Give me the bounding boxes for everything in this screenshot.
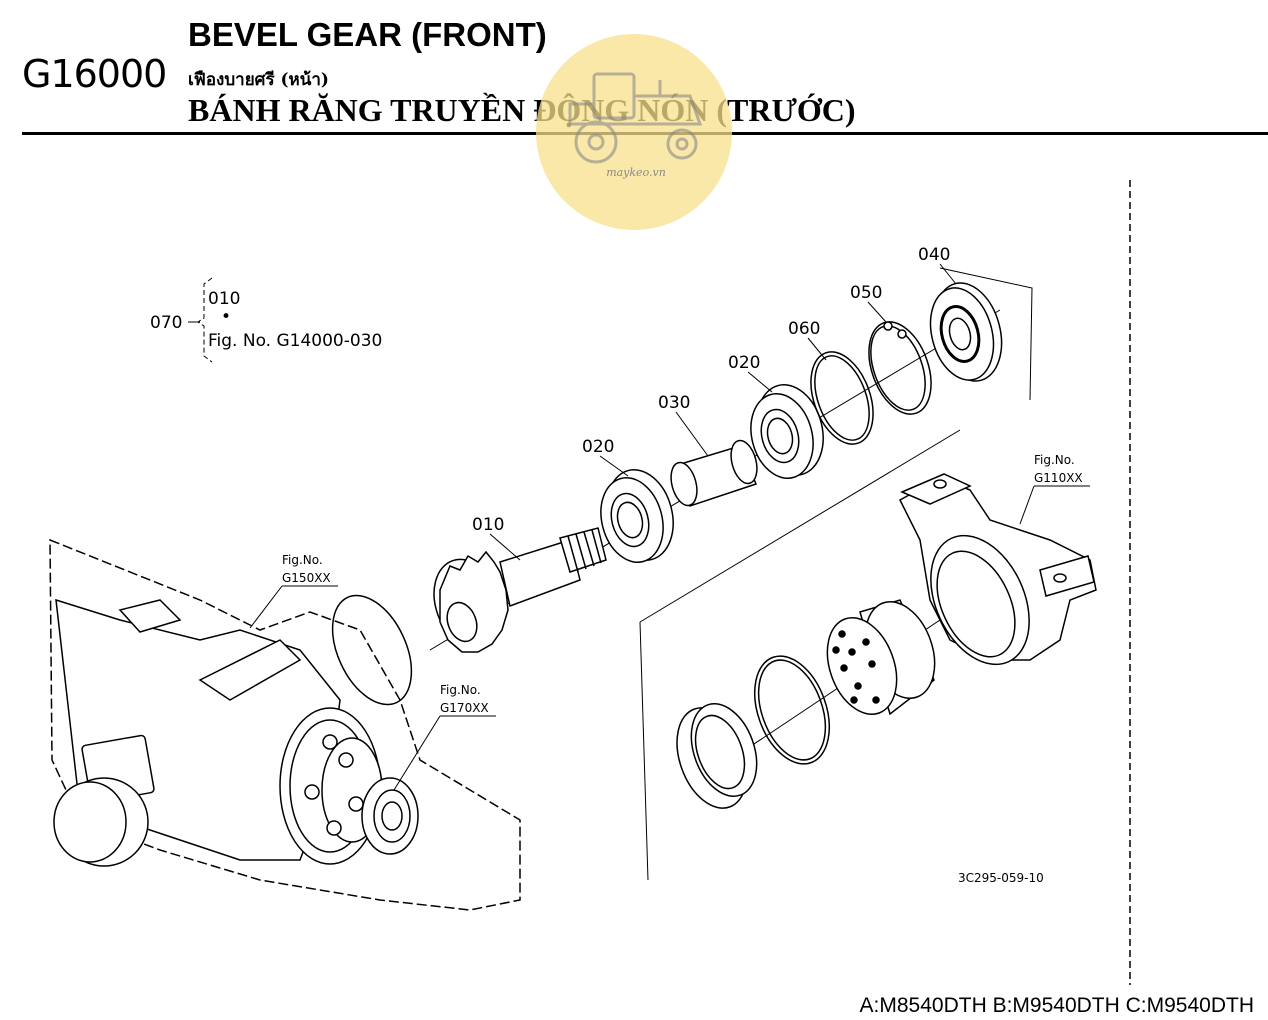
part-010-bevel-pinion[interactable] bbox=[422, 527, 607, 658]
title-english: BEVEL GEAR (FRONT) bbox=[188, 16, 547, 53]
fig-ref-g170[interactable]: Fig.No. G170XX bbox=[393, 683, 496, 791]
fig-ref-g110-line1: Fig.No. bbox=[1034, 453, 1075, 467]
part-label-050: 050 bbox=[850, 283, 882, 303]
fig-ref-g110-line2: G110XX bbox=[1034, 471, 1083, 485]
legend-child-number: 010 bbox=[208, 289, 240, 309]
drawing-code: 3C295-059-10 bbox=[958, 871, 1044, 885]
part-030-collar[interactable] bbox=[667, 438, 762, 509]
part-label-020-left: 020 bbox=[582, 437, 614, 457]
part-040-oil-seal[interactable] bbox=[921, 275, 1012, 388]
part-label-020-right: 020 bbox=[728, 353, 760, 373]
part-label-010: 010 bbox=[472, 515, 504, 535]
part-020-bearing-left[interactable] bbox=[592, 462, 683, 569]
bushing-lower[interactable] bbox=[815, 592, 947, 724]
housing-bore bbox=[331, 594, 413, 706]
front-axle-housing[interactable] bbox=[49, 538, 521, 911]
watermark-logo: maykeo.vn bbox=[536, 34, 732, 230]
watermark-text: maykeo.vn bbox=[606, 166, 666, 179]
part-060-o-ring[interactable] bbox=[799, 343, 884, 452]
part-020-bearing-right[interactable] bbox=[742, 377, 833, 485]
part-label-040: 040 bbox=[918, 245, 950, 265]
part-050-snap-ring[interactable] bbox=[857, 313, 942, 422]
part-label-060: 060 bbox=[788, 319, 820, 339]
title-thai: เฟืองบายศรี (หน้า) bbox=[188, 70, 329, 90]
fig-ref-g170-line2: G170XX bbox=[440, 701, 489, 715]
part-label-030: 030 bbox=[658, 393, 690, 413]
fig-ref-g170-line1: Fig.No. bbox=[440, 683, 481, 697]
tractor-icon bbox=[568, 72, 703, 164]
model-applicability: A:M8540DTH B:M9540DTH C:M9540DTH bbox=[859, 994, 1254, 1017]
differential-gear[interactable] bbox=[279, 707, 419, 865]
fig-ref-g110[interactable]: Fig.No. G110XX bbox=[1019, 453, 1090, 525]
legend-dot: • bbox=[221, 307, 231, 327]
gear-case-housing[interactable] bbox=[899, 473, 1097, 680]
fig-ref-g150-line1: Fig.No. bbox=[282, 553, 323, 567]
seal-ring-lower[interactable] bbox=[664, 695, 768, 818]
legend-parent-number: 070 bbox=[150, 313, 182, 333]
title-vietnamese: BÁNH RĂNG TRUYỀN ĐỘNG NÓN (TRƯỚC) bbox=[188, 92, 856, 128]
catalog-code: G16000 bbox=[22, 52, 167, 96]
legend-fig-ref: Fig. No. G14000-030 bbox=[208, 331, 382, 351]
o-ring-lower[interactable] bbox=[741, 646, 843, 775]
fig-ref-g150[interactable]: Fig.No. G150XX bbox=[249, 553, 338, 629]
fig-ref-g150-line2: G150XX bbox=[282, 571, 331, 585]
legend-070: 070 010 • Fig. No. G14000-030 bbox=[150, 277, 382, 363]
